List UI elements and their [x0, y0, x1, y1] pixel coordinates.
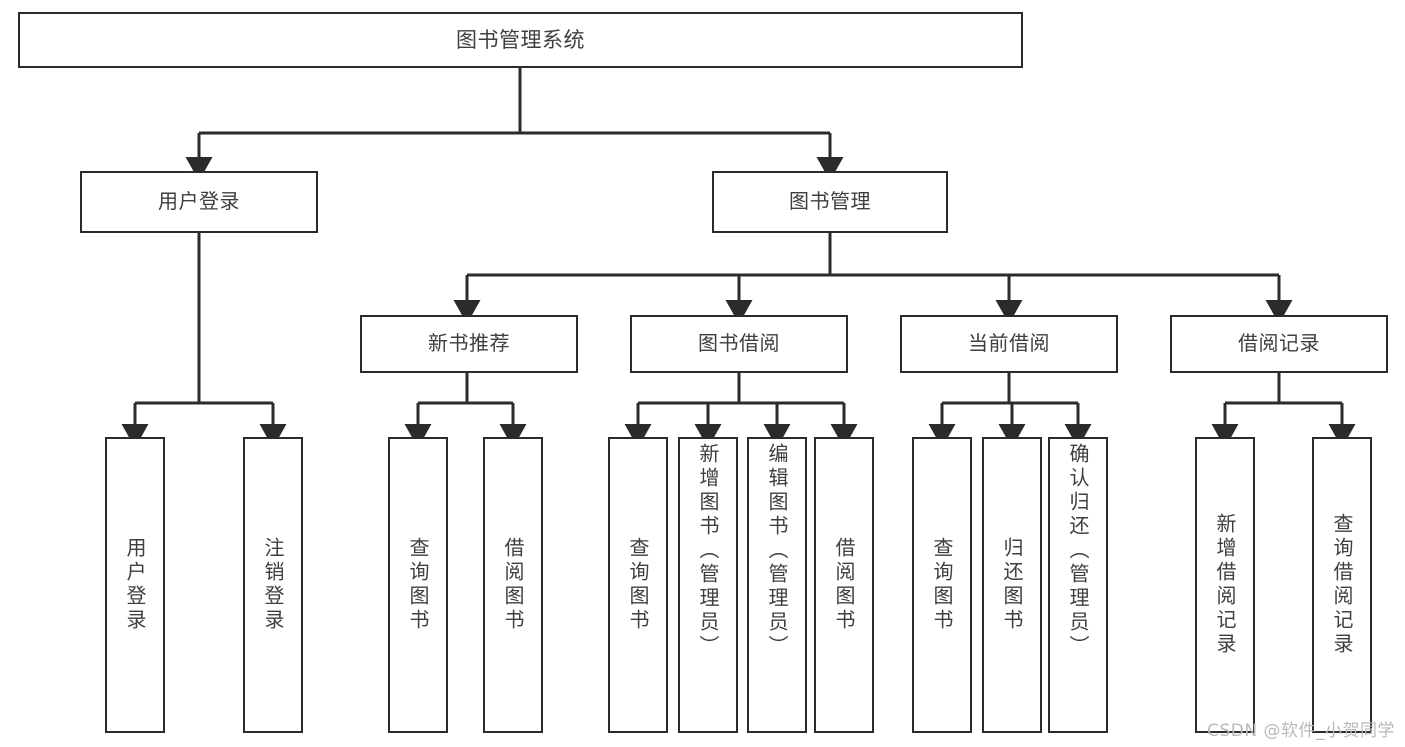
edges-borrowrecord-to-leaves: [1211, 373, 1356, 448]
edges-userlogin-to-leaves: [121, 233, 287, 448]
leaf-borrow-book-newrec-label: 借阅图书: [501, 537, 525, 633]
edges-newbook-to-leaves: [404, 373, 527, 448]
leaf-logout-login-label: 注销登录: [261, 537, 285, 633]
node-borrow-record-label: 借阅记录: [1238, 331, 1320, 356]
node-new-book-recommend-label: 新书推荐: [428, 331, 510, 356]
edges-root-to-level2: [185, 68, 844, 181]
node-book-borrow[interactable]: 图书借阅: [630, 315, 848, 373]
leaf-borrow-book[interactable]: 借阅图书: [814, 437, 874, 733]
edges-bookborrow-to-leaves: [624, 373, 858, 448]
leaf-add-book-admin[interactable]: 新增图书（管理员）: [678, 437, 738, 733]
leaf-edit-book-admin[interactable]: 编辑图书（管理员）: [747, 437, 807, 733]
leaf-borrow-book-newrec[interactable]: 借阅图书: [483, 437, 543, 733]
node-new-book-recommend[interactable]: 新书推荐: [360, 315, 578, 373]
edges-currentborrow-to-leaves: [928, 373, 1092, 448]
leaf-query-borrow-record-label: 查询借阅记录: [1330, 513, 1354, 657]
edges-bookmgmt-to-level3: [453, 233, 1293, 324]
leaf-edit-book-admin-label: 编辑图书（管理员）: [765, 443, 789, 659]
node-borrow-record[interactable]: 借阅记录: [1170, 315, 1388, 373]
leaf-return-book[interactable]: 归还图书: [982, 437, 1042, 733]
leaf-return-book-label: 归还图书: [1000, 537, 1024, 633]
leaf-borrow-book-label: 借阅图书: [832, 537, 856, 633]
leaf-query-borrow-record[interactable]: 查询借阅记录: [1312, 437, 1372, 733]
leaf-add-book-admin-label: 新增图书（管理员）: [696, 443, 720, 659]
leaf-confirm-return-admin[interactable]: 确认归还（管理员）: [1048, 437, 1108, 733]
leaf-add-borrow-record-label: 新增借阅记录: [1213, 513, 1237, 657]
node-root[interactable]: 图书管理系统: [18, 12, 1023, 68]
watermark: CSDN @软件_小贺同学: [1207, 721, 1395, 741]
node-book-borrow-label: 图书借阅: [698, 331, 780, 356]
node-root-label: 图书管理系统: [456, 27, 585, 52]
leaf-query-book-newrec-label: 查询图书: [406, 537, 430, 633]
leaf-logout-login[interactable]: 注销登录: [243, 437, 303, 733]
node-user-login-label: 用户登录: [158, 189, 240, 214]
leaf-confirm-return-admin-label: 确认归还（管理员）: [1066, 443, 1090, 659]
node-current-borrow[interactable]: 当前借阅: [900, 315, 1118, 373]
node-user-login[interactable]: 用户登录: [80, 171, 318, 233]
leaf-user-login[interactable]: 用户登录: [105, 437, 165, 733]
leaf-query-book-current-label: 查询图书: [930, 537, 954, 633]
node-book-management-label: 图书管理: [789, 189, 871, 214]
node-book-management[interactable]: 图书管理: [712, 171, 948, 233]
leaf-query-book-newrec[interactable]: 查询图书: [388, 437, 448, 733]
leaf-user-login-label: 用户登录: [123, 537, 147, 633]
leaf-query-book-borrow-label: 查询图书: [626, 537, 650, 633]
leaf-add-borrow-record[interactable]: 新增借阅记录: [1195, 437, 1255, 733]
leaf-query-book-current[interactable]: 查询图书: [912, 437, 972, 733]
node-current-borrow-label: 当前借阅: [968, 331, 1050, 356]
leaf-query-book-borrow[interactable]: 查询图书: [608, 437, 668, 733]
